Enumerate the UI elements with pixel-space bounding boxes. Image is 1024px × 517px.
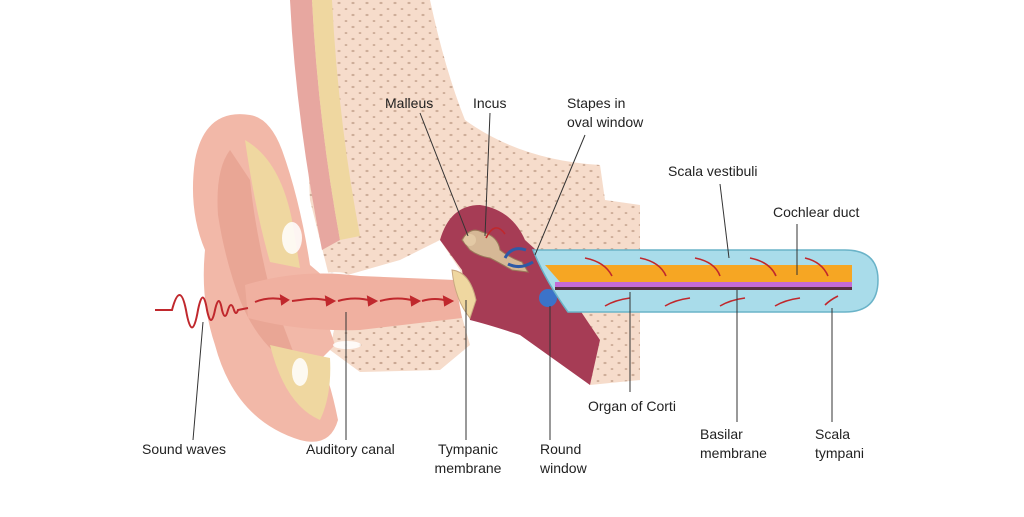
stapes-arc: [507, 260, 534, 269]
middle-ear-arrow: [485, 227, 506, 239]
cochlear-dark-line: [555, 287, 852, 290]
label-incus: Incus: [473, 95, 507, 111]
label-tympanic-membrane: Tympanic membrane: [434, 441, 502, 476]
label-scala-tympani: Scala tympani: [815, 426, 865, 461]
label-organ-of-corti: Organ of Corti: [588, 398, 676, 414]
canal-arrows: [254, 294, 455, 307]
label-cochlear-duct: Cochlear duct: [773, 204, 860, 220]
cartilage-highlight: [333, 341, 361, 349]
label-malleus: Malleus: [385, 95, 434, 111]
leader-lines: [192, 112, 833, 441]
label-basilar-membrane: Basilar membrane: [700, 426, 767, 461]
label-round-window: Round window: [540, 441, 587, 476]
stapes-arc: [503, 247, 527, 259]
tympanic-membrane-shape: [451, 269, 477, 320]
ossicles: [461, 229, 529, 273]
scalp-layer: [290, 0, 340, 250]
auditory-canal: [245, 273, 462, 331]
label-scala-vestibuli: Scala vestibuli: [668, 163, 758, 179]
malleus-head: [464, 234, 476, 246]
cartilage-highlight: [292, 358, 308, 386]
cartilage-highlight: [282, 222, 302, 254]
label-auditory-canal: Auditory canal: [306, 441, 395, 457]
cochlea-arrows: [584, 257, 839, 307]
label-sound-waves: Sound waves: [142, 441, 227, 457]
scala-vestibuli-fill: [545, 265, 852, 282]
round-window-shape: [539, 289, 557, 307]
cartilage-strip: [312, 0, 360, 240]
basilar-membrane-shape: [555, 282, 852, 287]
sound-wave: [155, 294, 249, 329]
label-stapes: Stapes in oval window: [567, 95, 644, 130]
